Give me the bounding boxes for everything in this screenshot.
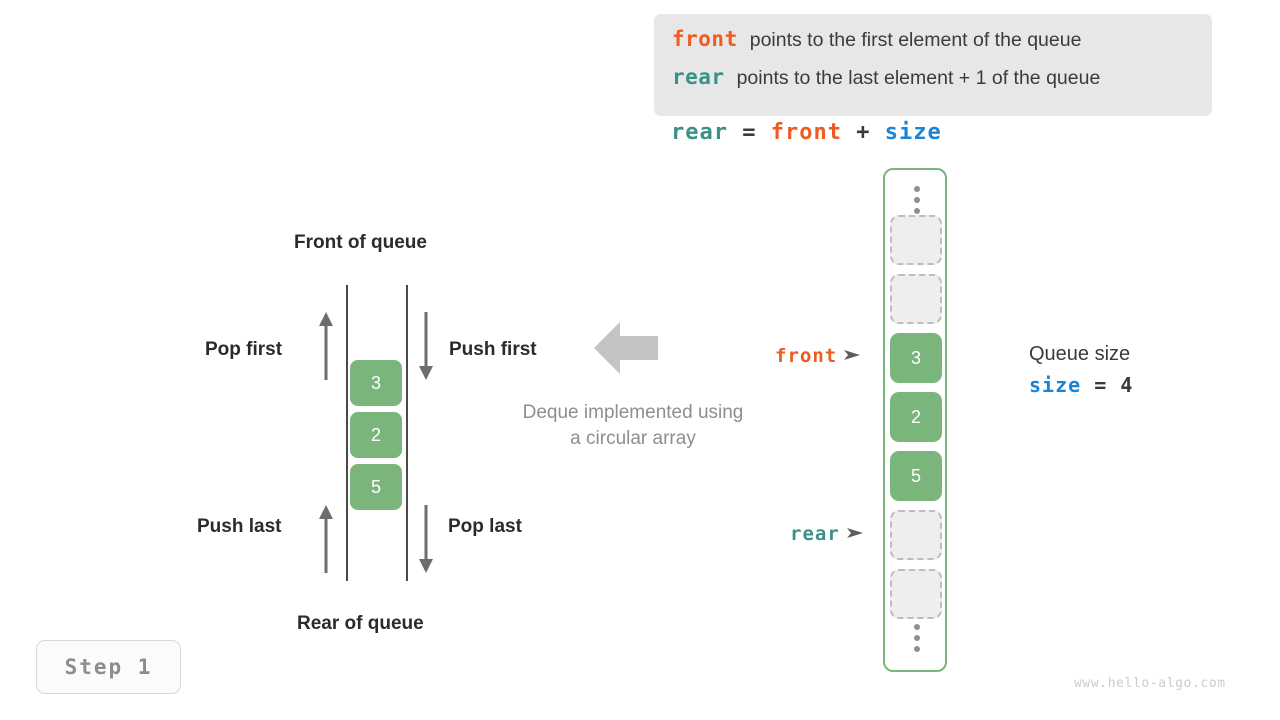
formula-plus: + [856,120,871,145]
array-slot [890,510,942,560]
formula-lhs: rear [671,120,728,145]
array-slot [890,274,942,324]
front-pointer-arrow-icon [844,345,861,367]
ellipsis-bottom-icon [885,624,949,652]
formula-rhs-size: size [884,120,942,145]
array-slot: 3 [890,333,942,383]
rear-pointer-text: rear [790,523,840,545]
caption-line-1: Deque implemented using [522,402,744,423]
rear-pointer-label: rear [790,523,863,545]
legend-text-front: points to the first element of the queue [749,29,1082,51]
arrow-up-push-last-icon [317,505,335,573]
queue-size-var: size [1029,373,1082,397]
front-pointer-label: front [775,345,861,367]
push-last-label: Push last [197,516,282,537]
caption-line-2: a circular array [570,428,696,449]
queue-size-title: Queue size [1029,343,1131,365]
queue-size-equals: = [1094,373,1108,397]
rear-pointer-arrow-icon [846,523,863,545]
array-slot [890,215,942,265]
legend-line-front: front points to the first element of the… [672,27,1194,65]
formula-rear-equals-front-plus-size: rear = front + size [671,120,942,145]
formula-rhs-front: front [770,120,842,145]
legend-text-rear: points to the last element + 1 of the qu… [736,67,1101,89]
array-slot: 5 [890,451,942,501]
left-pointing-block-arrow-icon [594,322,658,374]
arrow-up-pop-first-icon [317,312,335,380]
legend-box: front points to the first element of the… [654,14,1212,116]
array-slot: 2 [890,392,942,442]
arrow-down-push-first-icon [417,312,435,380]
queue-size-expression: size = 4 [1029,373,1133,397]
ellipsis-top-icon [885,186,949,214]
arrow-down-pop-last-icon [417,505,435,573]
array-slot [890,569,942,619]
rear-of-queue-label: Rear of queue [297,613,424,634]
diagram-caption: Deque implemented using a circular array [480,400,786,452]
circular-array-container: 3 2 5 [883,168,947,672]
step-badge: Step 1 [36,640,181,694]
front-of-queue-label: Front of queue [294,232,427,253]
pop-last-label: Pop last [448,516,522,537]
formula-equals: = [742,120,757,145]
queue-size-value: 4 [1120,373,1134,397]
deque-rail-right [406,285,408,581]
deque-cell: 3 [350,360,402,406]
queue-size-block: Queue size size = 4 [1029,343,1133,397]
watermark: www.hello-algo.com [1074,676,1226,691]
pop-first-label: Pop first [205,339,283,360]
push-first-label: Push first [449,339,537,360]
deque-cell: 5 [350,464,402,510]
legend-keyword-rear: rear [672,65,725,89]
deque-cell: 2 [350,412,402,458]
legend-keyword-front: front [672,27,738,51]
front-pointer-text: front [775,345,838,367]
deque-rail-left [346,285,348,581]
legend-line-rear: rear points to the last element + 1 of t… [672,65,1194,103]
